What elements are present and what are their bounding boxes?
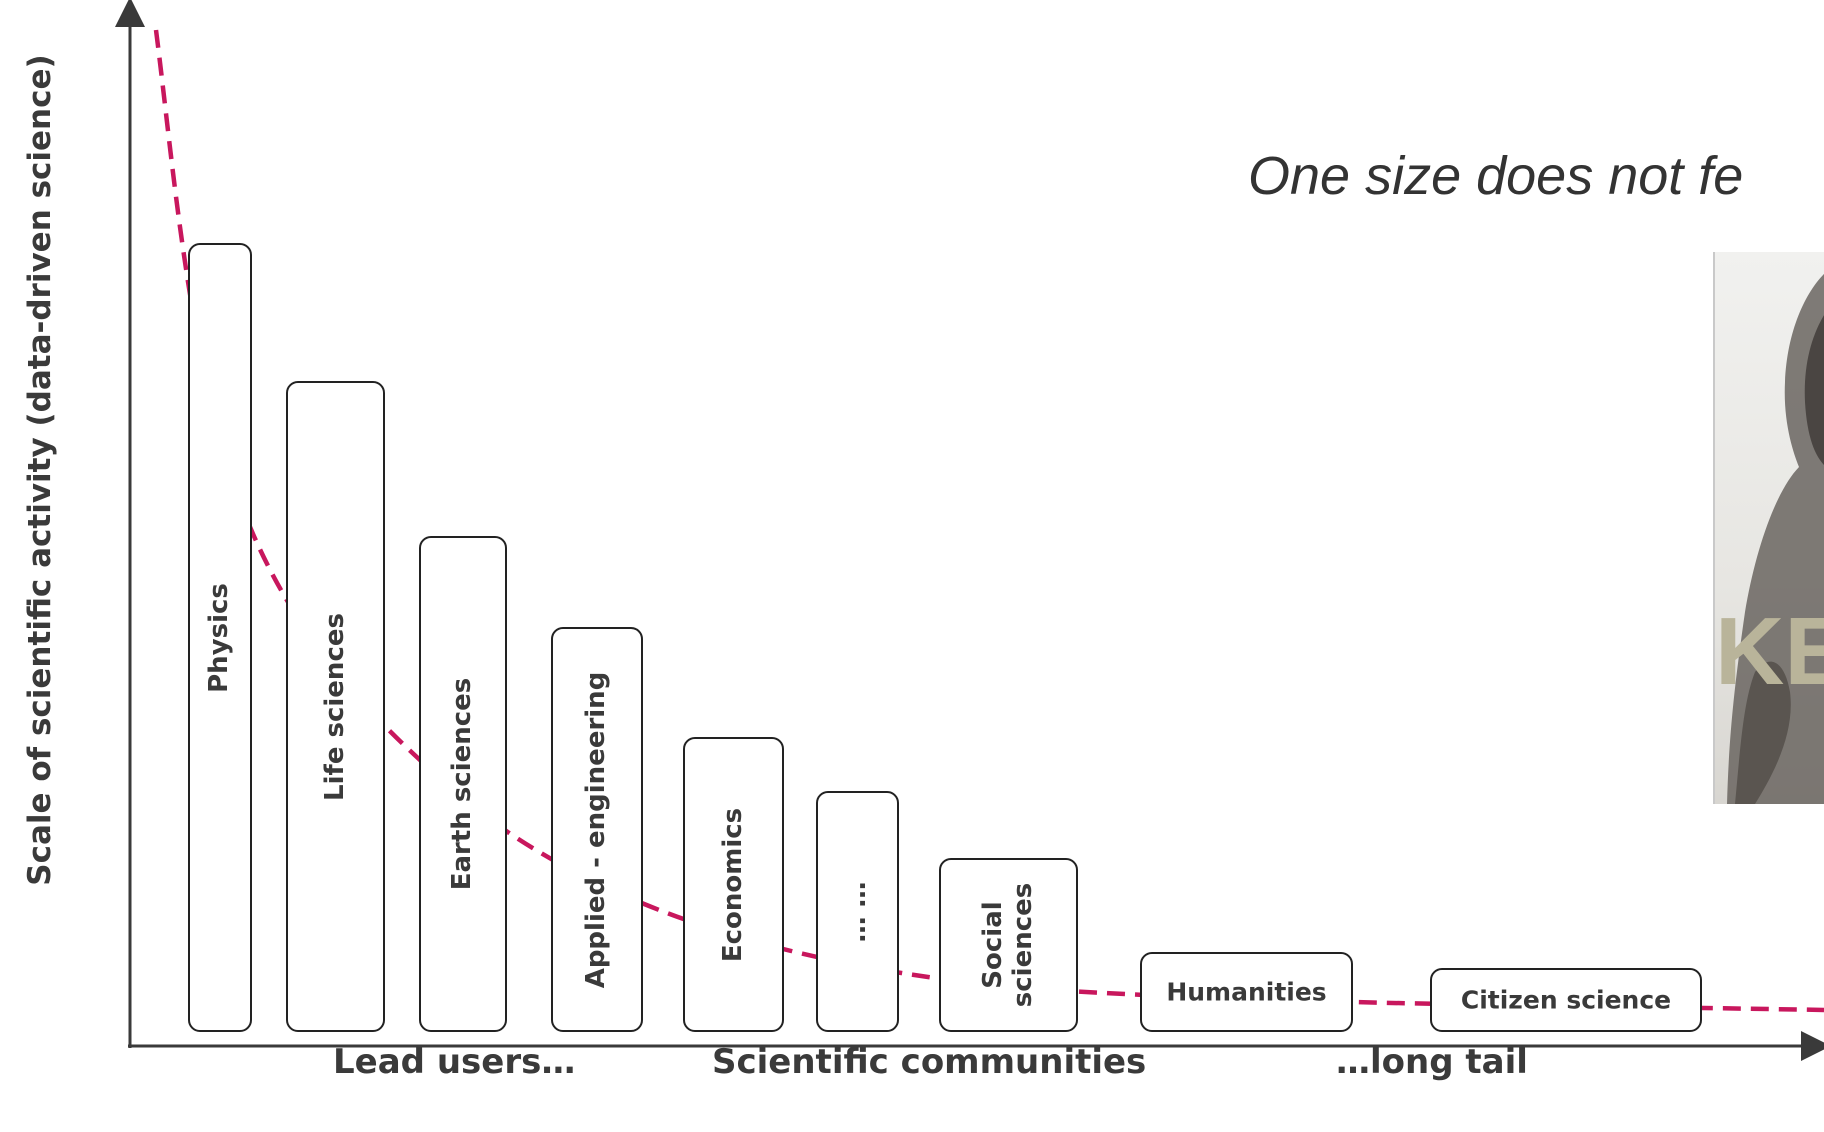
discipline-label: Social sciences [977, 882, 1038, 1008]
discipline-box-life-sciences: Life sciences [286, 381, 385, 1032]
x-axis-label-long-tail: …long tail [1336, 1042, 1528, 1082]
y-axis-label: Scale of scientific activity (data-drive… [10, 40, 70, 900]
discipline-label: Humanities [1166, 977, 1327, 1007]
x-axis-label-scientific-communities: Scientific communities [712, 1042, 1147, 1082]
portrait-silhouette [1727, 274, 1824, 804]
photo-text-1: KE [1715, 598, 1824, 705]
discipline-label: Economics [717, 807, 748, 962]
discipline-box-economics: Economics [683, 737, 784, 1032]
discipline-label: Citizen science [1460, 985, 1672, 1015]
discipline-box-applied-engineering: Applied - engineering [551, 627, 643, 1032]
discipline-label: Earth sciences [447, 677, 478, 891]
discipline-box-citizen-science: Citizen science [1430, 968, 1702, 1032]
discipline-box-humanities: Humanities [1140, 952, 1353, 1032]
tagline: One size does not fe [1248, 146, 1744, 206]
discipline-box-ellipsis: … … [816, 791, 899, 1032]
discipline-label: … … [841, 880, 872, 943]
discipline-label: Physics [204, 582, 235, 693]
discipline-label: Applied - engineering [581, 671, 612, 988]
discipline-box-social-sciences: Social sciences [939, 858, 1078, 1032]
y-axis-label-text: Scale of scientific activity (data-drive… [22, 54, 58, 886]
x-axis-label-lead-users: Lead users… [333, 1042, 576, 1082]
discipline-box-earth-sciences: Earth sciences [419, 536, 507, 1032]
discipline-label: Life sciences [319, 612, 350, 801]
discipline-box-physics: Physics [188, 243, 252, 1032]
book-cover-photo: KE n W [1713, 252, 1824, 804]
